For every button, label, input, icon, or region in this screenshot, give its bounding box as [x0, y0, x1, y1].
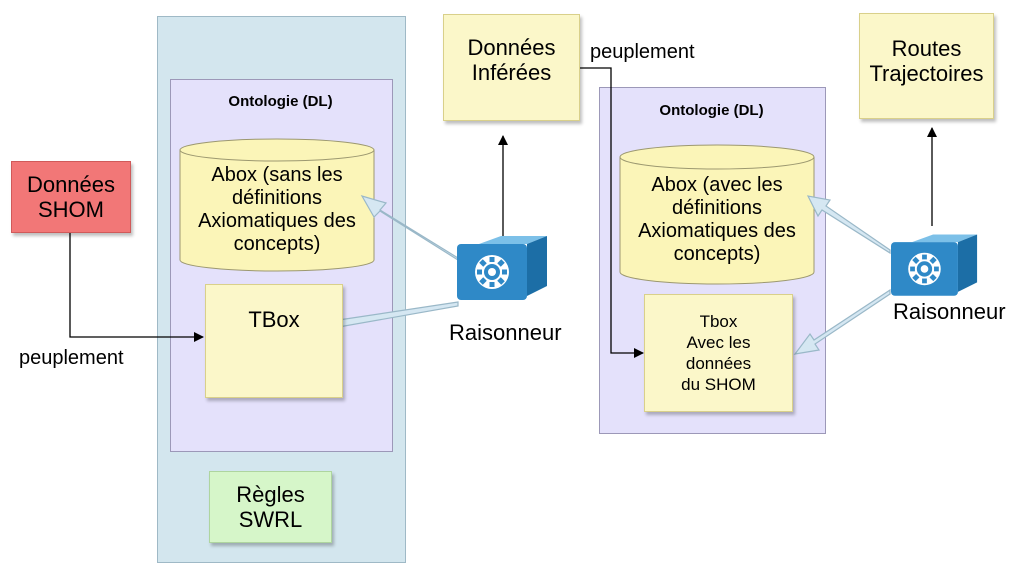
left-ontology-title: Ontologie (DL) [228, 92, 333, 110]
reasoner-label-right: Raisonneur [893, 299, 1006, 324]
shom-data-note: Données SHOM [11, 161, 131, 233]
link-left-abox [360, 195, 459, 262]
right-ontology-title: Ontologie (DL) [659, 101, 764, 119]
routes-note: Routes Trajectoires [859, 13, 994, 119]
gear-icon [891, 234, 978, 296]
left-tbox-label: TBox [248, 307, 300, 332]
gear-icon [457, 236, 547, 300]
peuplement-label-middle: peuplement [590, 41, 695, 63]
left-abox-label: Abox (sans les définitions Axiomatiques … [198, 164, 356, 255]
reasoner-label-left: Raisonneur [449, 320, 562, 345]
right-abox-label: Abox (avec les définitions Axiomatiques … [638, 173, 796, 265]
right-tbox-note: Tbox Avec les données du SHOM [644, 294, 793, 412]
reasoner-icon-right [891, 234, 979, 302]
left-tbox-note: TBox [205, 284, 343, 398]
reasoner-icon-left [457, 236, 549, 306]
inferred-data-note: Données Inférées [443, 14, 580, 121]
swrl-rules-note: Règles SWRL [209, 471, 332, 543]
left-abox-cylinder [179, 138, 375, 272]
link-right-abox [806, 195, 891, 255]
link-right-tbox [793, 288, 891, 355]
right-abox-cylinder [619, 144, 815, 285]
peuplement-connector-left [69, 232, 204, 342]
peuplement-connector-right [553, 67, 644, 358]
peuplement-label-left: peuplement [19, 347, 124, 369]
reasoner-links [307, 195, 891, 355]
